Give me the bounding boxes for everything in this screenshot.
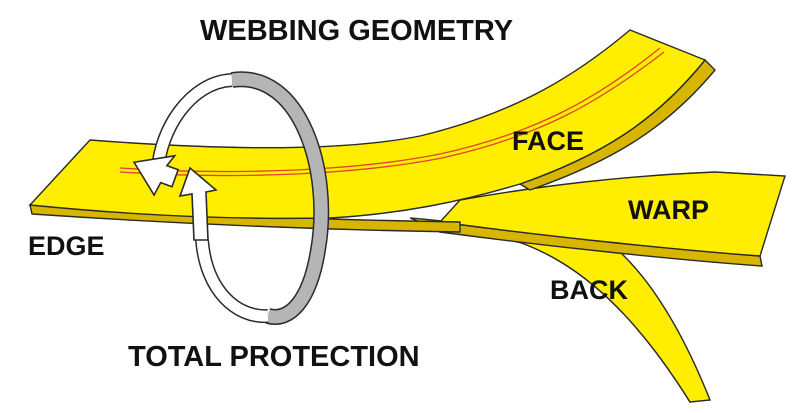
rotation-arrow-up-icon [178,166,218,241]
diagram-caption: TOTAL PROTECTION [128,341,420,373]
thread-line-lower [119,51,665,177]
label-warp: WARP [628,195,709,225]
rotation-ring [151,71,330,325]
label-back: BACK [550,275,628,305]
face-layer [28,29,716,233]
rotation-arrow-down-icon [132,154,180,197]
thread-line-upper [119,47,661,173]
label-face: FACE [512,126,584,156]
warp-layer-surface [438,171,786,257]
warp-layer [438,171,786,267]
diagram-title: WEBBING GEOMETRY [200,15,513,47]
label-edge: EDGE [28,231,105,261]
